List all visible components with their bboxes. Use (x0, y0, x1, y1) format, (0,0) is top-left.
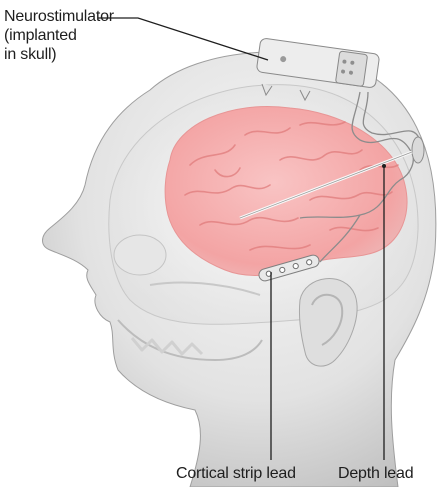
neurostimulator-label: Neurostimulator (implanted in skull) (4, 7, 114, 64)
neurostimulator-label-line3: in skull) (4, 45, 114, 64)
eye-socket (114, 235, 166, 275)
neurostimulator-label-line1: Neurostimulator (4, 7, 114, 26)
callout-dot-depth (382, 164, 386, 168)
neurostimulator-label-line2: (implanted (4, 26, 114, 45)
burr-hole-connector (412, 137, 424, 163)
depth-lead-label: Depth lead (338, 464, 413, 483)
cortical-strip-lead-label: Cortical strip lead (176, 464, 296, 483)
